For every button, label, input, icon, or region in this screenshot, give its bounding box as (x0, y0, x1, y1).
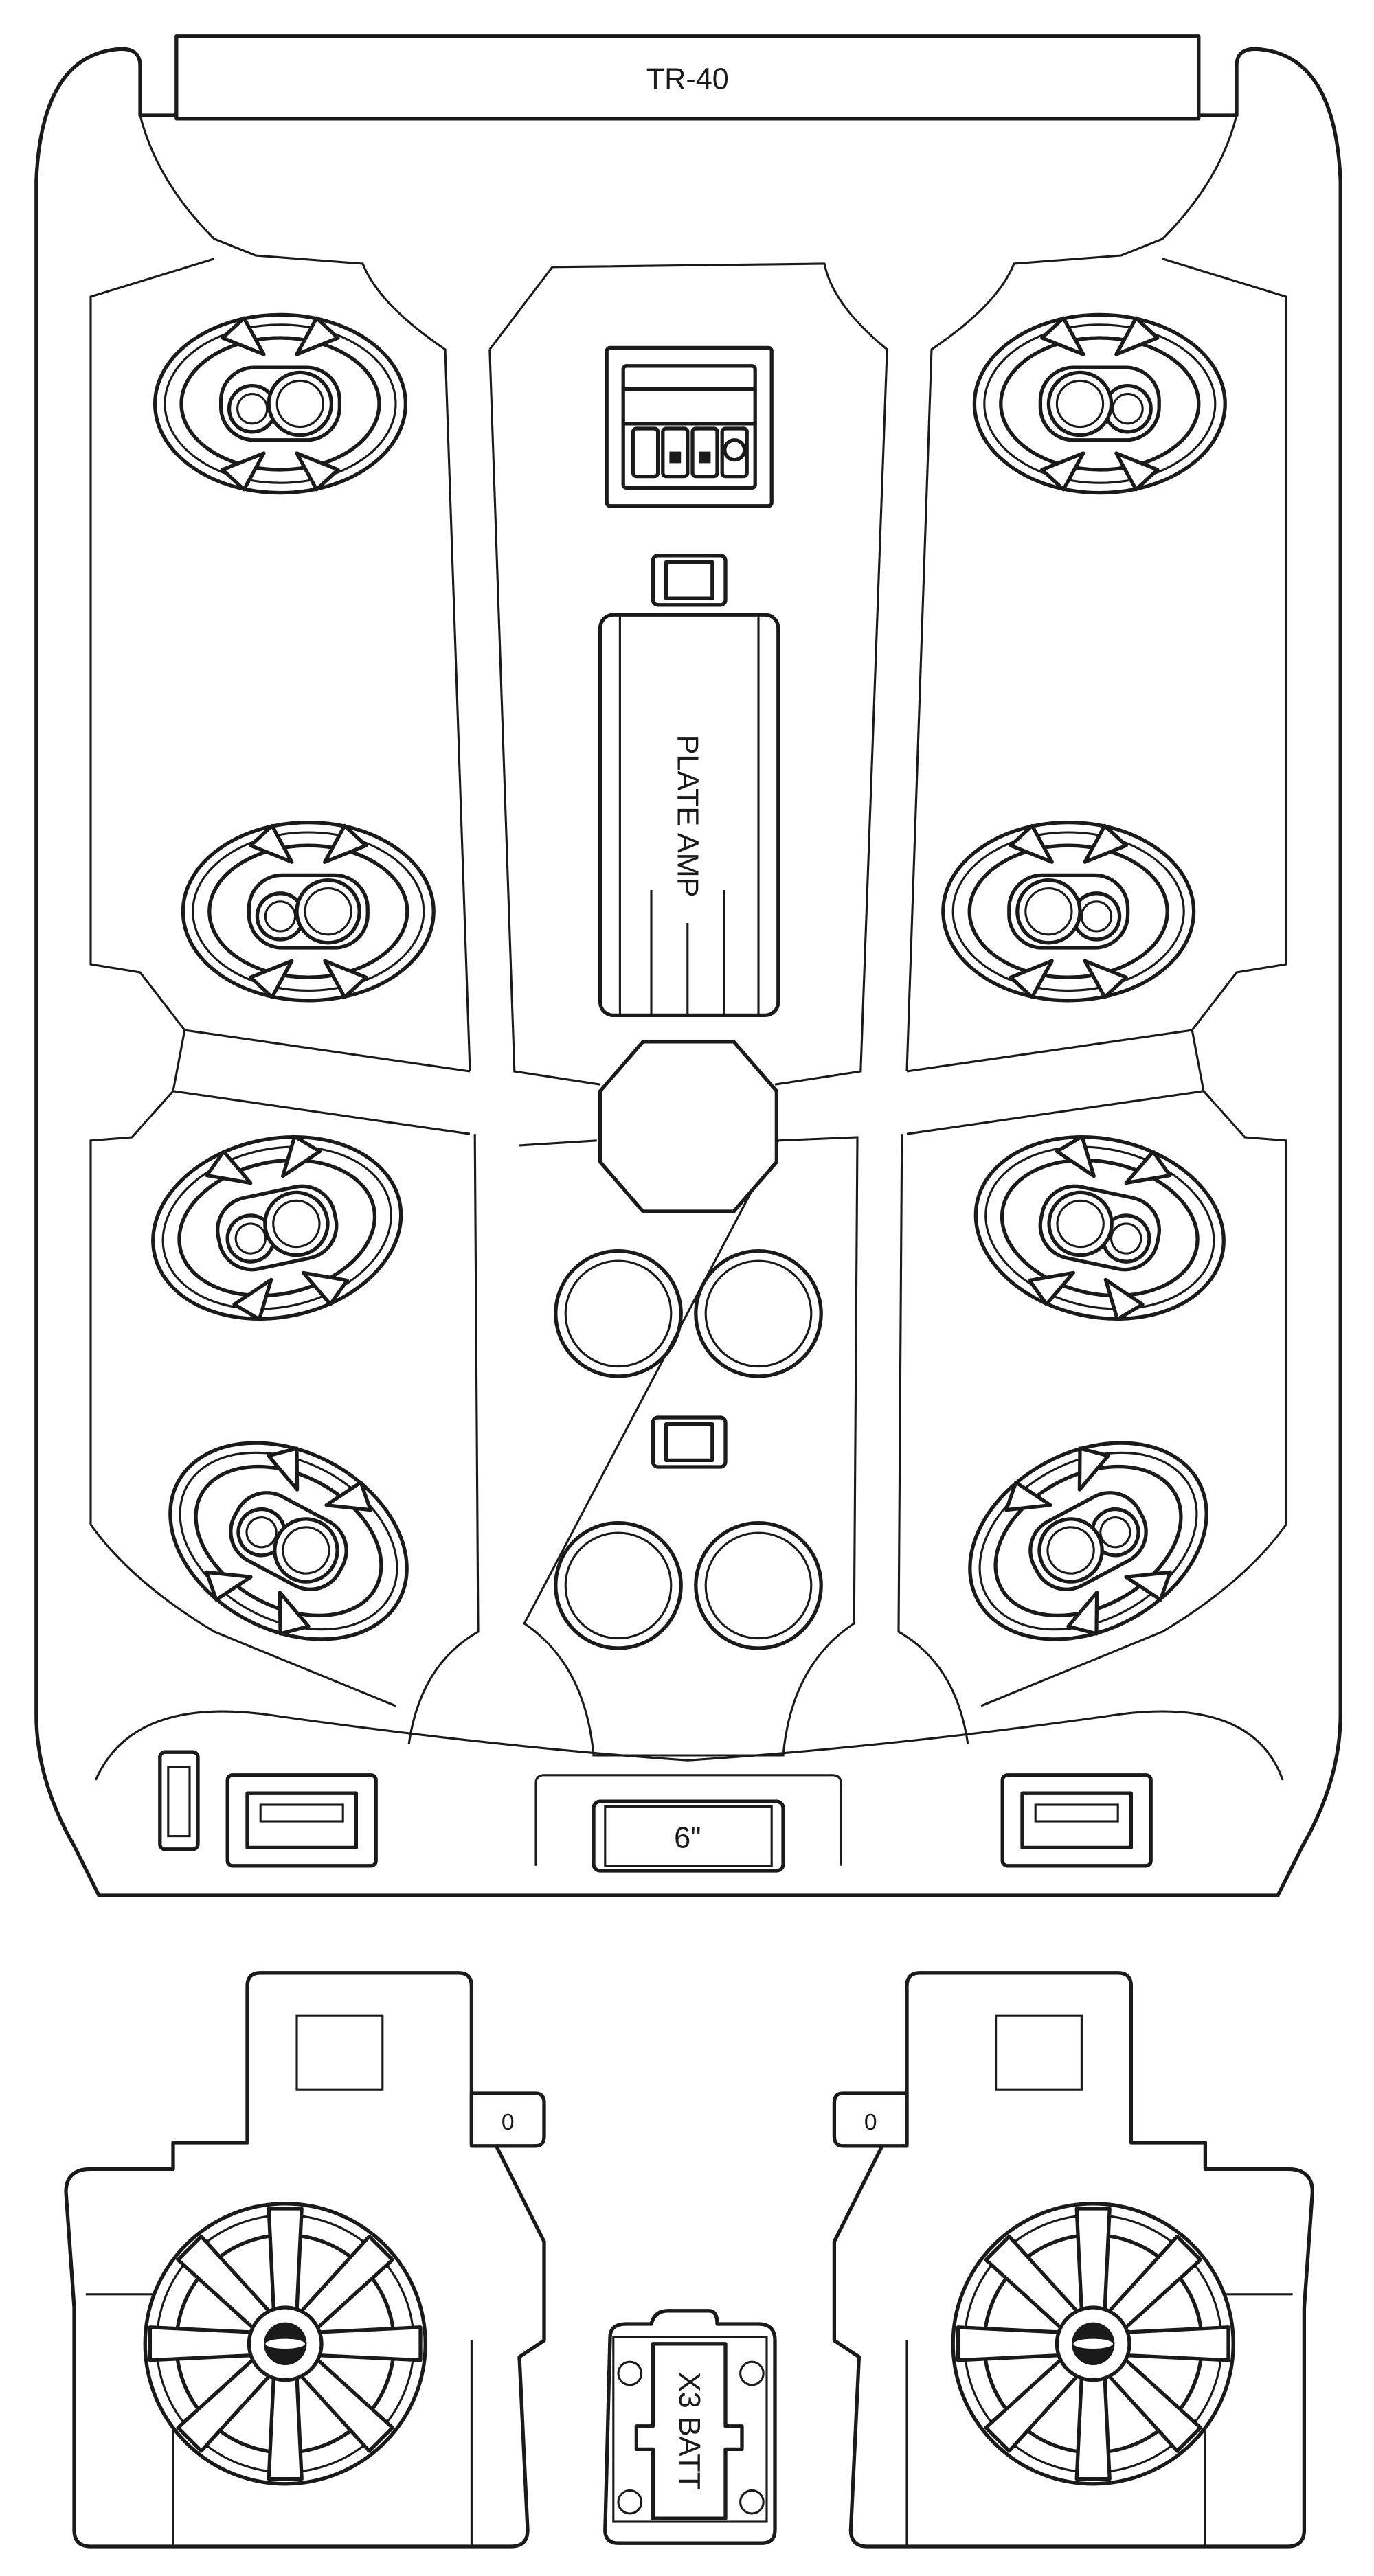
speaker-mid-left (183, 823, 433, 1001)
plate-amp: PLATE AMP (598, 613, 780, 1018)
sub-box (592, 1799, 785, 1873)
speaker-back-left (136, 1404, 441, 1678)
terminal-right (1000, 1773, 1153, 1868)
speaker-front-right (974, 315, 1225, 492)
sub-size-label: 6" (674, 1821, 701, 1854)
round-ports (554, 1249, 823, 1650)
left-tower-pod: 0 (64, 1971, 546, 2549)
body-outline (34, 47, 1342, 1897)
speaker-rear-left (136, 1115, 418, 1341)
speaker-mid-right (943, 823, 1194, 1001)
speaker-front-left (155, 315, 406, 492)
switch-panel (605, 345, 774, 508)
battery-label: X3 BATT (673, 2372, 706, 2490)
terminal-left (225, 1773, 378, 1868)
right-tower-pod (832, 1971, 1315, 2549)
title-label: TR-40 (646, 63, 729, 96)
left-port-label: 0 (502, 2110, 515, 2135)
center-octagon (598, 1040, 779, 1213)
woofer-left (145, 2204, 425, 2484)
woofer-right (953, 2204, 1233, 2484)
speaker-rear-right (958, 1115, 1241, 1341)
speaker-back-right (936, 1404, 1241, 1678)
battery-box: X3 BATT (603, 2309, 777, 2545)
small-gauge-middle (651, 1415, 728, 1469)
plate-amp-label: PLATE AMP (671, 735, 703, 898)
title-bar (174, 34, 1201, 121)
right-port-label: 0 (864, 2110, 877, 2135)
rocker-switch (158, 1750, 200, 1851)
small-gauge-top (651, 554, 728, 607)
